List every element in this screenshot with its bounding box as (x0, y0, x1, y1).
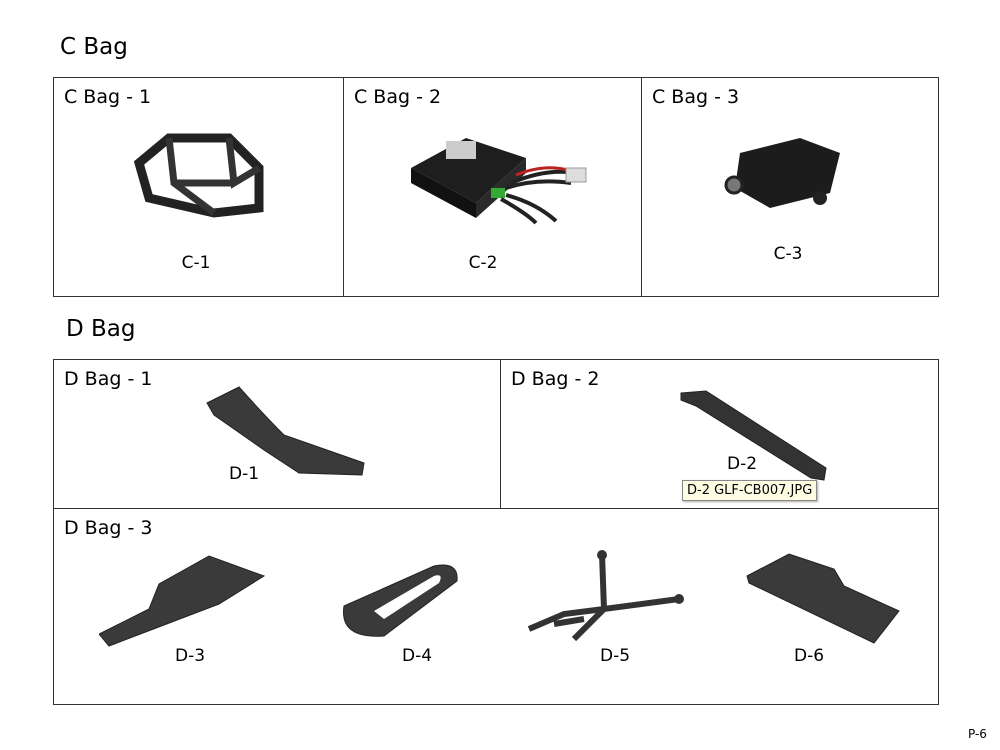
cell-title: D Bag - 1 (64, 368, 153, 390)
d-4-plate-image (343, 564, 458, 637)
d-bag-heading: D Bag (66, 316, 136, 342)
cell-title: C Bag - 3 (652, 86, 740, 108)
c-3-servo-image (724, 138, 840, 208)
d-5-plate-image (527, 550, 684, 642)
part-label: C-2 (468, 253, 498, 273)
part-label: C-1 (181, 253, 211, 273)
c-bag-3-cell: C Bag - 3 C-3 (641, 77, 939, 297)
file-tooltip: D-2 GLF-CB007.JPG (682, 480, 818, 501)
part-label: D-3 (174, 646, 206, 666)
cell-title: C Bag - 1 (64, 86, 152, 108)
c-bag-2-cell: C Bag - 2 C-2 (343, 77, 642, 297)
part-label: D-1 (228, 464, 260, 484)
d-bag-2-cell: D Bag - 2 D-2 (500, 359, 939, 509)
c-2-esc-image (411, 138, 587, 225)
page-number: P-6 (968, 727, 987, 741)
part-label: C-3 (773, 244, 803, 264)
d-bag-1-cell: D Bag - 1 D-1 (53, 359, 501, 509)
part-label: D-2 (726, 454, 758, 474)
d-2-plate-image (680, 390, 827, 481)
cell-title: C Bag - 2 (354, 86, 442, 108)
cell-title: D Bag - 3 (64, 517, 153, 539)
c-1-frame-image (133, 133, 264, 218)
cell-title: D Bag - 2 (511, 368, 600, 390)
part-label: D-5 (599, 646, 631, 666)
c-bag-1-cell: C Bag - 1 C-1 (53, 77, 344, 297)
d-6-plate-image (746, 553, 900, 644)
part-label: D-4 (401, 646, 433, 666)
part-label: D-6 (793, 646, 825, 666)
d-3-chassis-image (99, 555, 266, 647)
d-1-plate-image (206, 386, 365, 476)
c-bag-heading: C Bag (60, 34, 128, 60)
d-bag-3-cell: D Bag - 3 D-3 D-4 D-5 D-6 (53, 508, 939, 705)
